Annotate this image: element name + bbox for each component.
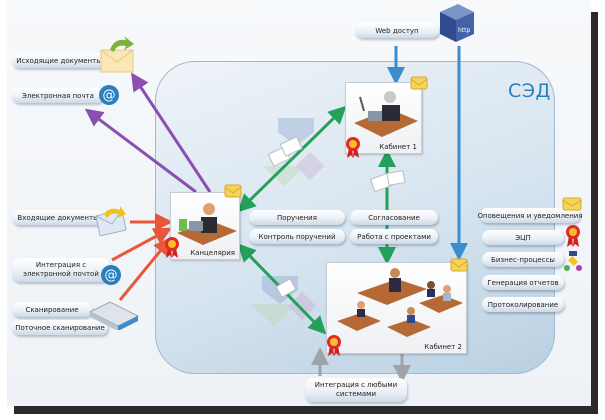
notification-icon <box>562 197 582 211</box>
tasks-function: Поручения <box>249 210 345 225</box>
logging-function: Протоколирование <box>482 297 564 312</box>
notification-icon <box>224 184 242 198</box>
chancellery-cabinet1-arrow <box>237 105 347 213</box>
notifications-function: Оповещения и уведомления <box>477 208 583 223</box>
svg-text:@: @ <box>105 268 118 283</box>
project-work-function: Работа с проектами <box>350 229 438 244</box>
email-out-arrow <box>84 108 197 194</box>
approval-function: Согласование <box>350 210 438 225</box>
scanning-label: Сканирование <box>12 302 92 317</box>
office-worker-illustration <box>177 203 237 245</box>
envelope-yellow-arrow-icon <box>95 206 127 236</box>
cabinet2-office: Кабинет 2 <box>326 262 467 354</box>
svg-text:http: http <box>458 27 471 34</box>
seal-ribbon-icon <box>346 137 360 158</box>
incoming-documents-label: Входящие документы <box>12 210 104 225</box>
office-team-illustration <box>337 268 463 337</box>
task-control-function: Контроль поручений <box>249 229 345 244</box>
business-processes-function: Бизнес-процессы <box>482 252 564 267</box>
envelope-green-arrow-icon <box>100 36 134 73</box>
office-worker-illustration <box>354 91 418 137</box>
notification-icon <box>450 258 468 272</box>
seal-ribbon-icon <box>327 335 341 356</box>
outgoing-documents-label: Исходящие документы <box>12 53 106 68</box>
scanner-icon <box>88 301 140 330</box>
chancellery-office: Канцелярия <box>170 192 240 260</box>
svg-text:@: @ <box>103 88 116 103</box>
scanning-arrow <box>118 237 172 301</box>
email-label: Электронная почта <box>12 88 104 103</box>
seal-ribbon-icon <box>566 225 580 247</box>
at-sign-icon: @ <box>101 265 121 285</box>
cabinet1-label: Кабинет 1 <box>379 143 417 151</box>
chancellery-label: Канцелярия <box>190 249 235 257</box>
email-integration-arrow <box>111 227 172 262</box>
stream-scanning-label: Поточное сканирование <box>12 320 108 335</box>
seal-ribbon-icon <box>165 237 179 258</box>
integration-label: Интеграция с любыми системами <box>305 378 407 402</box>
report-generation-function: Генерация отчетов <box>482 275 564 290</box>
notification-icon <box>410 76 428 90</box>
cabinet2-label: Кабинет 2 <box>424 343 462 351</box>
outgoing-arrow <box>131 72 212 193</box>
sed-title: СЭД <box>508 80 551 102</box>
document-thumbnails <box>267 136 406 298</box>
business-process-icon <box>564 251 582 271</box>
email-integration-label: Интеграция с электронной почтой <box>12 258 110 282</box>
at-sign-icon: @ <box>99 85 119 105</box>
http-cube-icon: http <box>440 4 474 42</box>
web-access-label: Web доступ <box>355 23 439 38</box>
digital-signature-function: ЭЦП <box>482 230 564 245</box>
